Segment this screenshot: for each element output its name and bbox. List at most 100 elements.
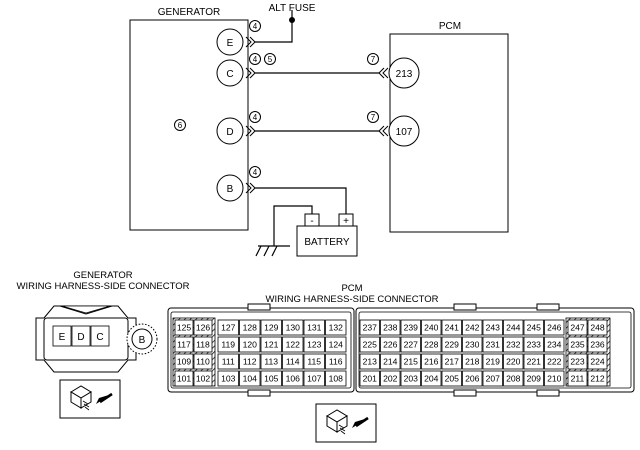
gen-pin-c: C xyxy=(96,332,103,343)
pcm-pin-label: 201 xyxy=(363,374,378,384)
pcm-pin-222: 222 xyxy=(544,353,565,370)
pcm-pin-label: 214 xyxy=(383,357,398,367)
pcm-pin-label: 119 xyxy=(221,340,235,350)
pcm-pin-label: 116 xyxy=(329,357,343,367)
pcm-pin-103: 103 xyxy=(217,370,239,387)
gen-connector-title-2: WIRING HARNESS-SIDE CONNECTOR xyxy=(17,281,190,292)
pcm-pin-label: 125 xyxy=(177,323,192,333)
pcm-pin-label: 115 xyxy=(307,357,321,367)
pcm-pin-215: 215 xyxy=(400,353,421,370)
callout-gen-body: 6 xyxy=(174,119,186,131)
terminal-213: 213 xyxy=(388,57,420,89)
callout-b-text: 4 xyxy=(253,168,258,177)
pcm-pin-label: 221 xyxy=(527,357,542,367)
terminal-c-label: C xyxy=(226,69,233,80)
gen-pin-d: D xyxy=(77,332,84,343)
gen-pin-e: E xyxy=(59,332,66,343)
pcm-pin-label: 213 xyxy=(363,357,378,367)
gen-pin-c-cell xyxy=(90,325,110,347)
pcm-pin-label: 210 xyxy=(547,374,562,384)
callout-c-b-text: 5 xyxy=(268,55,273,64)
pcm-pin-204: 204 xyxy=(421,370,442,387)
pcm-pin-117: 117 xyxy=(174,336,194,353)
pcm-pin-label: 118 xyxy=(196,340,210,350)
callout-d: 4 xyxy=(249,111,261,123)
gen-view-icon xyxy=(59,379,121,419)
gen-pin-d-cell xyxy=(71,325,91,347)
pcm-pin-label: 222 xyxy=(547,357,562,367)
pcm-pin-243: 243 xyxy=(482,319,503,336)
pcm-pin-214: 214 xyxy=(380,353,401,370)
pcm-pin-208: 208 xyxy=(503,370,524,387)
callout-c-a-text: 4 xyxy=(253,55,258,64)
pcm-pin-label: 226 xyxy=(383,340,398,350)
pcm-pin-122: 122 xyxy=(282,336,304,353)
pcm-pin-213: 213 xyxy=(359,353,380,370)
pcm-pin-124: 124 xyxy=(325,336,347,353)
pcm-pin-label: 238 xyxy=(383,323,398,333)
pcm-connector-title-2: WIRING HARNESS-SIDE CONNECTOR xyxy=(266,294,439,305)
pcm-pin-label: 126 xyxy=(196,323,211,333)
pcm-pin-131: 131 xyxy=(303,319,325,336)
pcm-pin-224: 224 xyxy=(587,353,608,370)
pcm-pin-label: 104 xyxy=(243,374,258,384)
pcm-view-icon xyxy=(315,403,377,443)
pcm-pin-label: 106 xyxy=(286,374,301,384)
pcm-pin-227: 227 xyxy=(400,336,421,353)
pcm-pin-label: 120 xyxy=(243,340,258,350)
gen-round-terminal: B xyxy=(126,323,158,355)
pcm-pin-241: 241 xyxy=(441,319,462,336)
pcm-pin-231: 231 xyxy=(482,336,503,353)
ground-symbol xyxy=(255,245,290,257)
pcm-pin-label: 234 xyxy=(547,340,562,350)
wire-b-battery xyxy=(255,187,347,214)
pcm-pin-label: 124 xyxy=(329,340,344,350)
pcm-pin-label: 107 xyxy=(307,374,322,384)
pcm-pin-110: 110 xyxy=(193,353,213,370)
wire-e-fuse xyxy=(255,20,293,43)
terminal-b-label: B xyxy=(227,184,234,195)
pcm-pin-237: 237 xyxy=(359,319,380,336)
generator-connector: E D C xyxy=(35,305,137,373)
pcm-pin-104: 104 xyxy=(239,370,261,387)
pcm-pin-label: 109 xyxy=(177,357,192,367)
pcm-pin-217: 217 xyxy=(441,353,462,370)
pcm-pin-label: 111 xyxy=(222,357,235,367)
terminal-d: D xyxy=(216,117,244,145)
pcm-label: PCM xyxy=(439,21,461,32)
pcm-pin-label: 233 xyxy=(527,340,542,350)
pcm-pin-label: 244 xyxy=(506,323,521,333)
pcm-pin-label: 205 xyxy=(445,374,460,384)
callout-d-text: 4 xyxy=(253,113,258,122)
battery-pos-label: + xyxy=(343,216,349,227)
pcm-pin-221: 221 xyxy=(523,353,544,370)
pcm-pin-121: 121 xyxy=(260,336,282,353)
pcm-pin-label: 225 xyxy=(363,340,378,350)
pcm-pin-123: 123 xyxy=(303,336,325,353)
pcm-pin-113: 113 xyxy=(260,353,282,370)
pcm-pin-118: 118 xyxy=(193,336,213,353)
pcm-pin-211: 211 xyxy=(567,370,588,387)
terminal-e-label: E xyxy=(227,38,234,49)
pcm-pin-130: 130 xyxy=(282,319,304,336)
pcm-pin-label: 101 xyxy=(177,374,192,384)
battery-neg-label: - xyxy=(310,216,313,227)
pcm-pin-label: 243 xyxy=(486,323,501,333)
pcm-pin-209: 209 xyxy=(523,370,544,387)
wires xyxy=(255,10,379,246)
pcm-pin-119: 119 xyxy=(217,336,239,353)
pcm-pin-label: 215 xyxy=(404,357,419,367)
pcm-pin-126: 126 xyxy=(193,319,213,336)
callout-c-b: 5 xyxy=(264,53,276,65)
pcm-pin-label: 235 xyxy=(570,340,585,350)
pcm-pin-label: 105 xyxy=(264,374,279,384)
pcm-pin-label: 223 xyxy=(570,357,585,367)
terminal-d-label: D xyxy=(226,127,233,138)
callout-pcm-213-text: 7 xyxy=(371,55,376,64)
pcm-pin-127: 127 xyxy=(217,319,239,336)
pcm-pin-223: 223 xyxy=(567,353,588,370)
terminal-b: B xyxy=(216,174,244,202)
pcm-pin-label: 208 xyxy=(506,374,521,384)
pcm-pin-label: 114 xyxy=(286,357,300,367)
pcm-pin-232: 232 xyxy=(503,336,524,353)
